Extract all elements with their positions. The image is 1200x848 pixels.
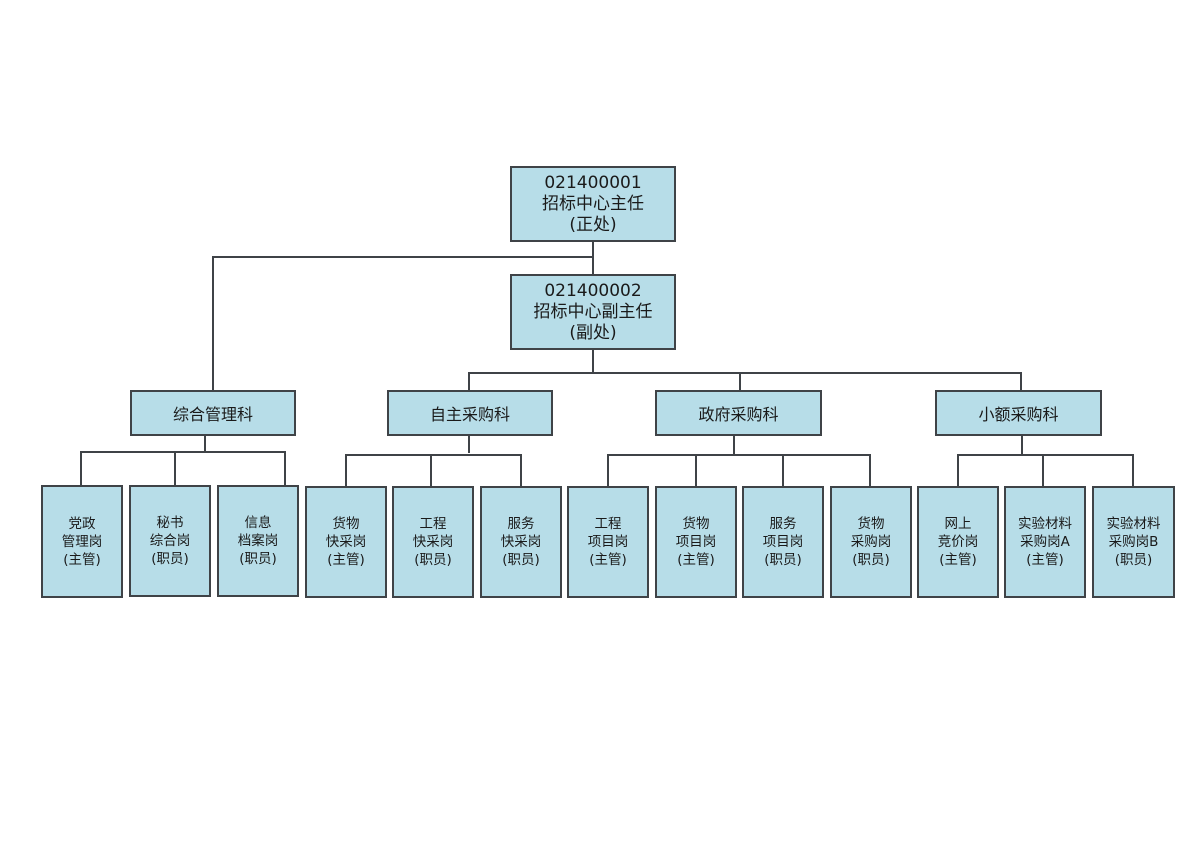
director-box: 021400001 招标中心主任 (正处) <box>510 166 676 242</box>
connector <box>695 454 697 486</box>
post-line3: (职员) <box>414 552 452 568</box>
post-box: 网上 竞价岗 (主管) <box>917 486 999 598</box>
post-line1: 实验材料 <box>1018 516 1072 532</box>
connector <box>345 454 347 486</box>
connector <box>80 451 82 486</box>
connector <box>468 372 470 390</box>
post-line2: 项目岗 <box>675 534 717 550</box>
deputy-level: (副处) <box>569 322 617 343</box>
connector <box>1042 454 1044 486</box>
connector <box>607 454 871 456</box>
connector <box>592 349 594 374</box>
post-box: 货物 采购岗 (职员) <box>830 486 912 598</box>
connector <box>733 435 735 455</box>
connector <box>739 372 741 390</box>
section-name: 政府采购科 <box>698 405 779 424</box>
post-line3: (主管) <box>1026 552 1064 568</box>
post-line1: 信息 <box>244 515 272 531</box>
connector <box>1132 454 1134 486</box>
post-line2: 档案岗 <box>237 533 279 549</box>
director-level: (正处) <box>569 214 617 235</box>
post-line2: 快采岗 <box>412 534 454 550</box>
connector <box>212 256 594 258</box>
post-line1: 工程 <box>419 516 447 532</box>
post-line3: (主管) <box>327 552 365 568</box>
post-box: 服务 项目岗 (职员) <box>742 486 824 598</box>
section-name: 综合管理科 <box>172 405 253 424</box>
post-line2: 项目岗 <box>762 534 804 550</box>
post-box: 实验材料 采购岗B (职员) <box>1092 486 1175 598</box>
post-line2: 快采岗 <box>325 534 367 550</box>
post-line3: (主管) <box>677 552 715 568</box>
section-name: 小额采购科 <box>978 405 1059 424</box>
post-line3: (职员) <box>852 552 890 568</box>
post-box: 货物 快采岗 (主管) <box>305 486 387 598</box>
post-line3: (职员) <box>764 552 802 568</box>
post-box: 党政 管理岗 (主管) <box>41 485 123 598</box>
post-line2: 采购岗A <box>1020 534 1070 550</box>
connector <box>468 435 470 453</box>
connector <box>592 241 594 275</box>
post-line2: 采购岗 <box>850 534 892 550</box>
post-line1: 货物 <box>682 516 710 532</box>
post-line1: 货物 <box>857 516 885 532</box>
connector <box>212 256 214 391</box>
connector <box>782 454 784 486</box>
post-line1: 服务 <box>769 516 797 532</box>
post-line2: 管理岗 <box>61 533 103 550</box>
post-box: 服务 快采岗 (职员) <box>480 486 562 598</box>
connector <box>1021 435 1023 455</box>
post-line1: 实验材料 <box>1106 516 1161 532</box>
deputy-title: 招标中心副主任 <box>533 301 653 322</box>
post-box: 信息 档案岗 (职员) <box>217 485 299 597</box>
post-box: 工程 快采岗 (职员) <box>392 486 474 598</box>
connector <box>430 454 432 486</box>
post-line2: 快采岗 <box>500 534 542 550</box>
connector <box>468 372 1022 374</box>
post-box: 工程 项目岗 (主管) <box>567 486 649 598</box>
connector <box>1020 372 1022 390</box>
post-line1: 党政 <box>68 515 96 532</box>
section-box: 政府采购科 <box>655 390 822 436</box>
post-line1: 服务 <box>507 516 535 532</box>
connector <box>204 435 206 453</box>
director-code: 021400001 <box>544 172 642 193</box>
connector <box>174 451 176 486</box>
post-box: 货物 项目岗 (主管) <box>655 486 737 598</box>
director-title: 招标中心主任 <box>542 193 644 214</box>
post-line1: 工程 <box>594 516 622 532</box>
post-line3: (职员) <box>502 552 540 568</box>
post-line3: (主管) <box>589 552 627 568</box>
post-line1: 网上 <box>944 516 972 532</box>
connector <box>520 454 522 486</box>
connector <box>957 454 959 486</box>
post-line3: (主管) <box>939 552 977 568</box>
post-line2: 综合岗 <box>149 533 191 549</box>
connector <box>957 454 1134 456</box>
post-line1: 秘书 <box>156 515 184 531</box>
deputy-code: 021400002 <box>544 280 642 301</box>
section-box: 综合管理科 <box>130 390 296 436</box>
section-box: 小额采购科 <box>935 390 1102 436</box>
post-line3: (主管) <box>63 551 101 568</box>
post-line2: 竞价岗 <box>937 534 979 550</box>
post-line3: (职员) <box>151 551 189 567</box>
post-line2: 项目岗 <box>587 534 629 550</box>
deputy-box: 021400002 招标中心副主任 (副处) <box>510 274 676 350</box>
post-box: 实验材料 采购岗A (主管) <box>1004 486 1086 598</box>
post-line3: (职员) <box>1114 552 1153 568</box>
section-name: 自主采购科 <box>429 405 510 424</box>
post-line3: (职员) <box>239 551 277 567</box>
post-line2: 采购岗B <box>1108 534 1159 550</box>
connector <box>869 454 871 486</box>
connector <box>284 451 286 486</box>
connector <box>345 454 522 456</box>
post-box: 秘书 综合岗 (职员) <box>129 485 211 597</box>
post-line1: 货物 <box>332 516 360 532</box>
connector <box>607 454 609 486</box>
connector <box>80 451 286 453</box>
section-box: 自主采购科 <box>387 390 553 436</box>
